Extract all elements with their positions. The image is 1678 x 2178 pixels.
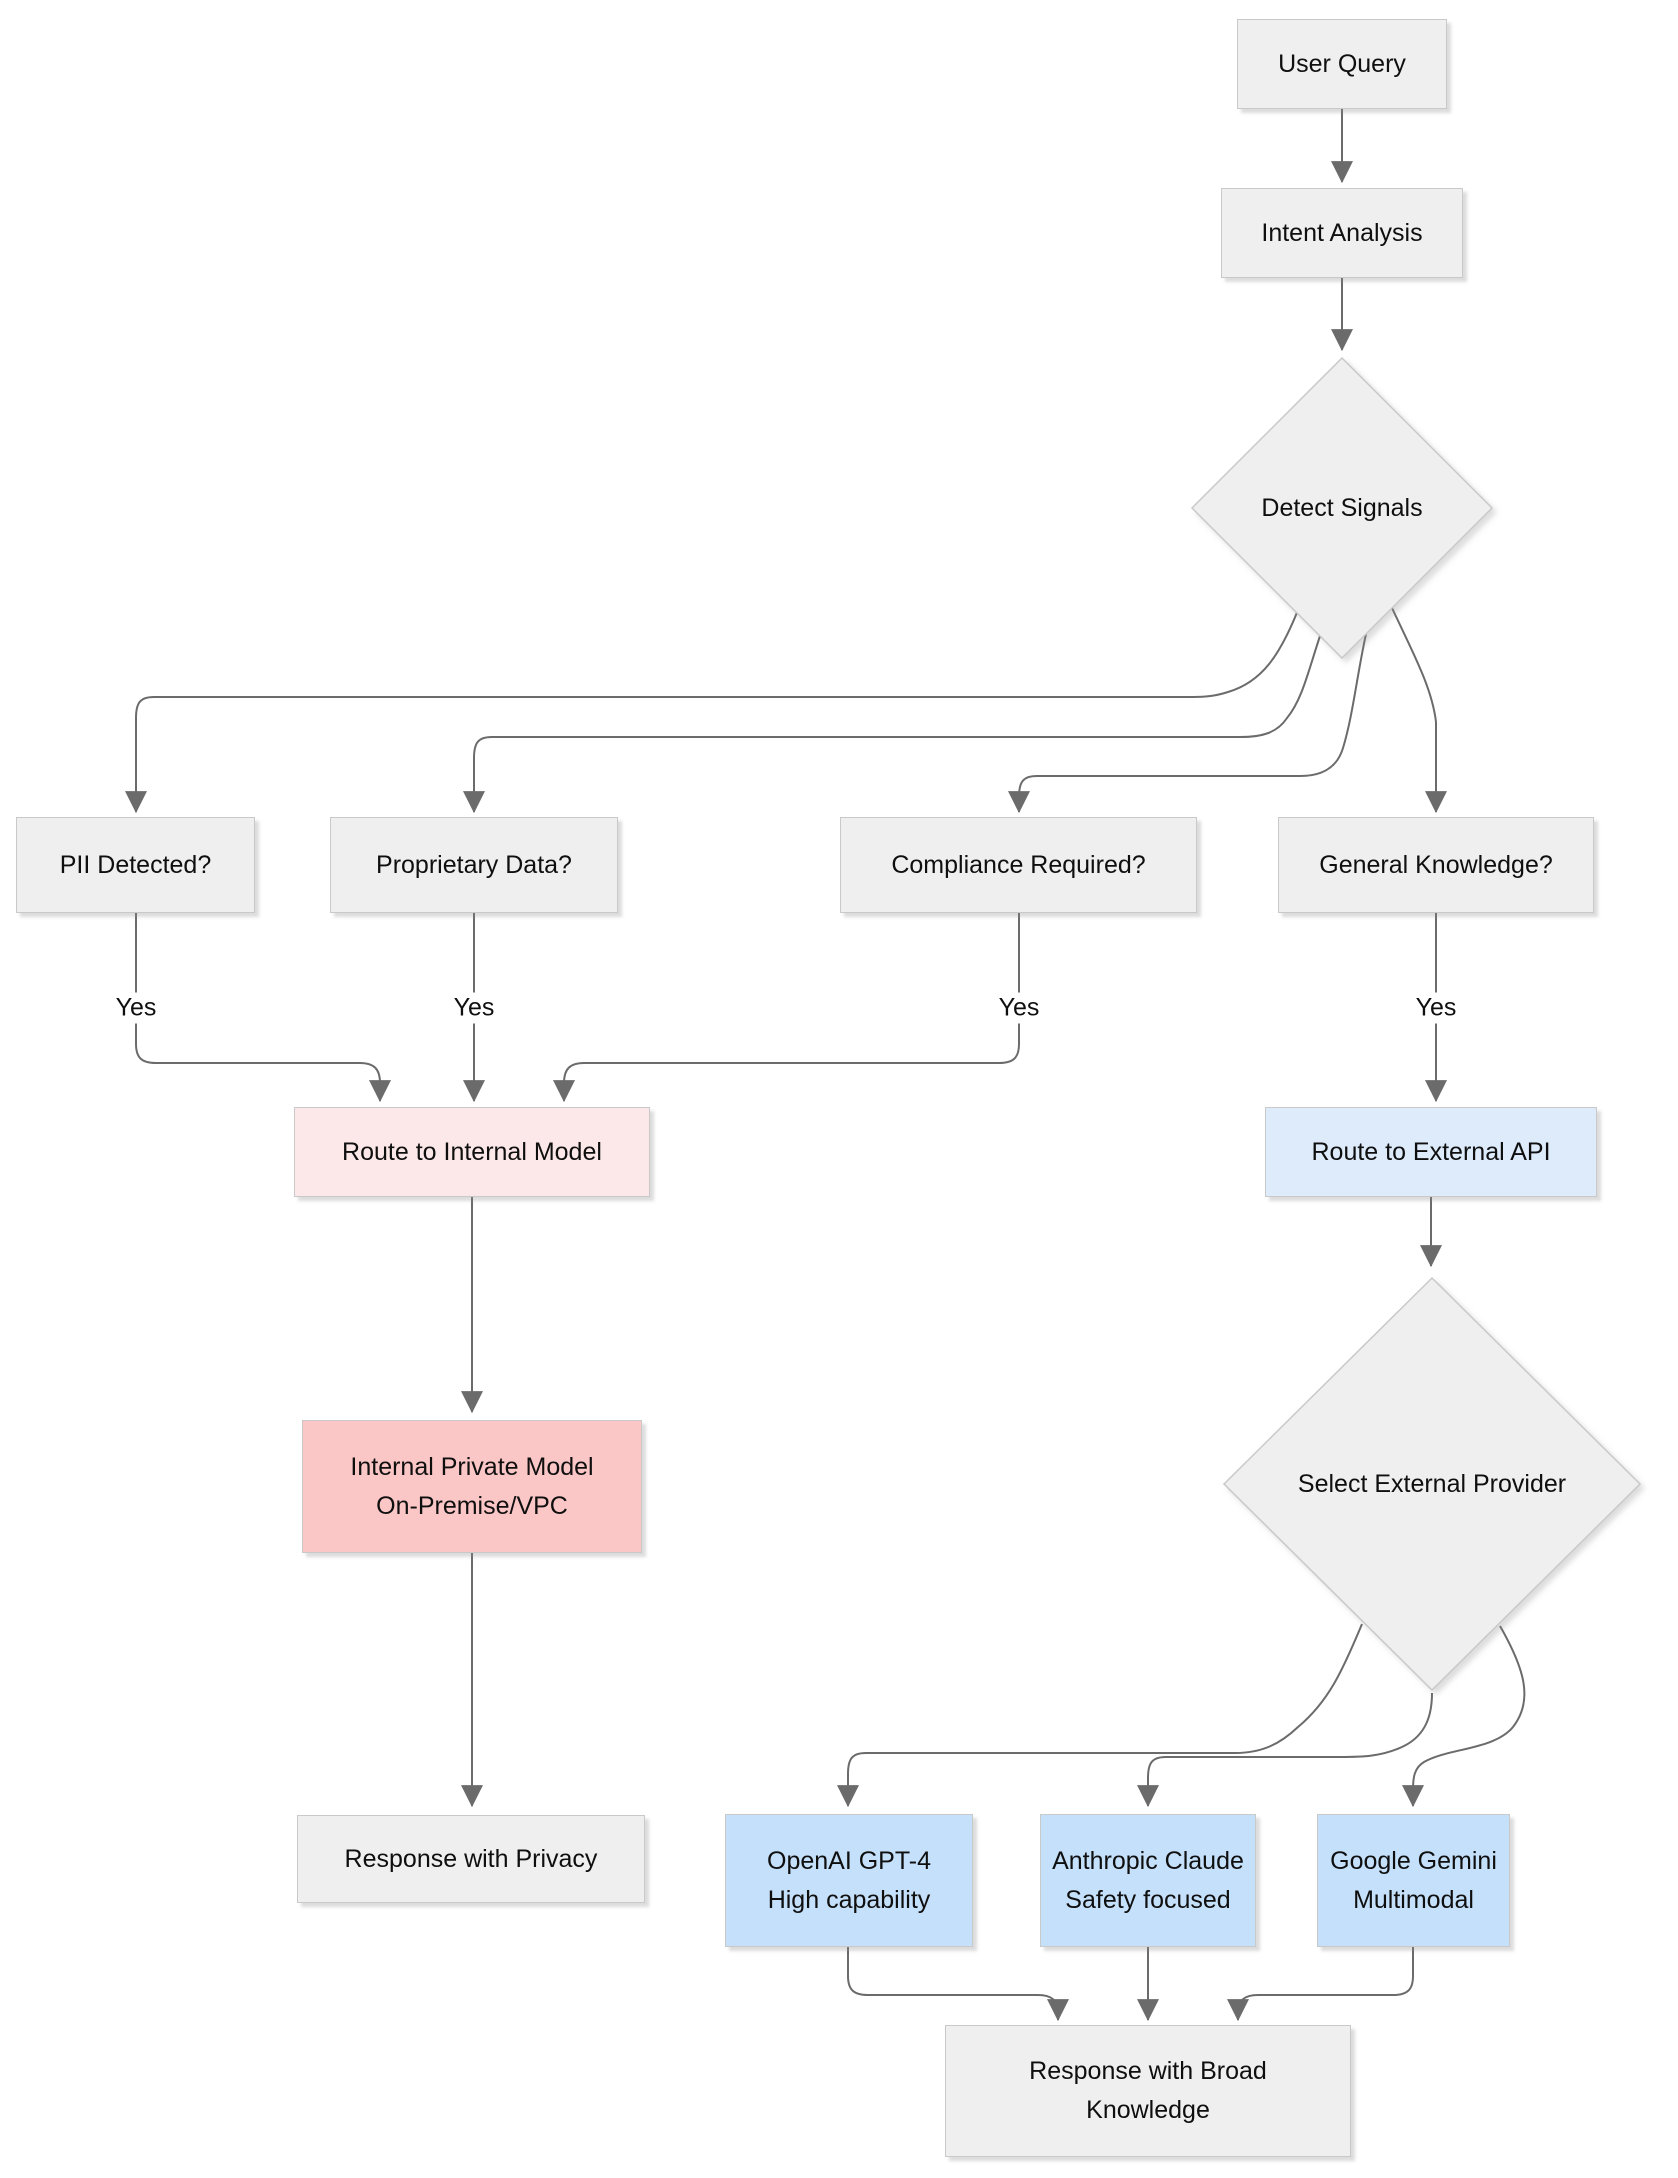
node-general-knowledge: General Knowledge? [1278,817,1594,913]
node-google: Google Gemini Multimodal [1317,1814,1510,1947]
node-compliance-required-label: Compliance Required? [891,850,1146,879]
node-route-external-label: Route to External API [1311,1137,1551,1166]
edge-pii-routeinternal [135,913,391,1103]
node-pii-detected-label: PII Detected? [59,850,212,879]
node-proprietary-data: Proprietary Data? [330,817,618,913]
edge-selectprovider-google [1402,1625,1526,1808]
node-general-knowledge-label: General Knowledge? [1319,850,1553,879]
node-internal-private-model-line1: Internal Private Model [350,1452,594,1481]
edge-detect-general [1391,607,1447,814]
edge-label-compliance-yes: Yes [990,992,1048,1024]
edge-label-pii-yes: Yes [107,992,165,1024]
node-select-provider: Select External Provider [1219,1273,1645,1695]
node-select-provider-label: Select External Provider [1297,1469,1567,1498]
edge-label-general-yes: Yes [1407,992,1465,1024]
node-detect-signals-label: Detect Signals [1261,493,1423,522]
node-response-broad-line1: Response with Broad [1029,2057,1267,2085]
node-compliance-required: Compliance Required? [840,817,1197,913]
node-anthropic-line1: Anthropic Claude [1052,1846,1244,1875]
node-response-broad-line2: Knowledge [1086,2096,1210,2124]
node-openai-line2: High capability [767,1885,931,1914]
edge-openai-responsebroad [847,1947,1069,2022]
edge-selectprovider-anthropic [1137,1692,1433,1808]
edge-selectprovider-openai [837,1623,1363,1808]
select-provider-diamond-shape [1222,1276,1642,1692]
node-pii-detected: PII Detected? [16,817,255,913]
detect-signals-diamond-shape [1190,356,1494,660]
node-anthropic-line2: Safety focused [1065,1885,1231,1914]
node-response-privacy-label: Response with Privacy [344,1844,598,1873]
node-proprietary-data-label: Proprietary Data? [376,850,572,879]
node-google-line2: Multimodal [1353,1885,1474,1914]
edge-compliance-routeinternal [553,913,1020,1103]
node-anthropic: Anthropic Claude Safety focused [1040,1814,1256,1947]
node-openai: OpenAI GPT-4 High capability [725,1814,973,1947]
node-route-external: Route to External API [1265,1107,1597,1197]
node-response-broad: Response with Broad Knowledge [945,2025,1351,2157]
node-route-internal-label: Route to Internal Model [342,1137,602,1166]
edge-google-responsebroad [1227,1947,1414,2022]
node-detect-signals: Detect Signals [1187,353,1497,663]
edge-label-proprietary-yes: Yes [445,992,503,1024]
node-user-query-label: User Query [1278,49,1406,78]
edge-detect-proprietary [463,635,1321,814]
node-intent-analysis-label: Intent Analysis [1261,218,1423,247]
node-user-query: User Query [1237,19,1447,109]
node-intent-analysis: Intent Analysis [1221,188,1463,278]
node-openai-line1: OpenAI GPT-4 [767,1846,931,1875]
edge-detect-compliance [1008,633,1367,814]
node-internal-private-model: Internal Private Model On-Premise/VPC [302,1420,642,1553]
node-route-internal: Route to Internal Model [294,1107,650,1197]
node-internal-private-model-line2: On-Premise/VPC [376,1491,568,1520]
edge-detect-pii [125,609,1299,814]
node-response-privacy: Response with Privacy [297,1815,645,1903]
node-google-line1: Google Gemini [1330,1846,1497,1875]
